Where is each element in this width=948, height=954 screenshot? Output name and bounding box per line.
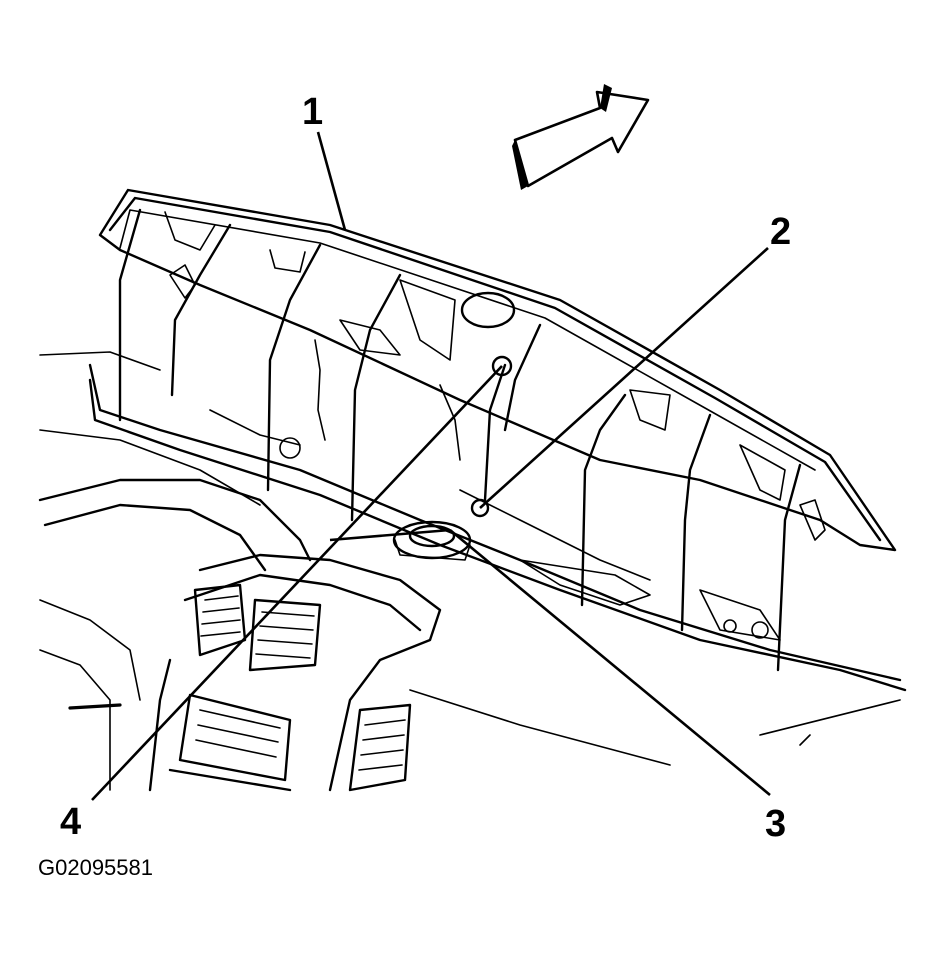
retainer-straps xyxy=(118,208,802,672)
direction-arrow-icon xyxy=(512,84,650,190)
leader-2 xyxy=(479,247,769,509)
speaker-assembly xyxy=(392,355,513,561)
leader-3 xyxy=(449,528,771,797)
figure-id: G02095581 xyxy=(38,855,153,880)
instrument-panel-carrier xyxy=(39,351,907,692)
upper-trim-panel xyxy=(98,188,897,552)
callout-3: 3 xyxy=(765,803,786,845)
leader-3b xyxy=(329,528,451,542)
callout-1: 1 xyxy=(302,91,323,133)
dashboard-lower xyxy=(38,478,901,792)
leader-1 xyxy=(316,131,347,231)
callout-4: 4 xyxy=(60,801,81,843)
leader-4 xyxy=(91,365,503,801)
leader-lines xyxy=(91,131,771,801)
callout-2: 2 xyxy=(770,211,791,253)
